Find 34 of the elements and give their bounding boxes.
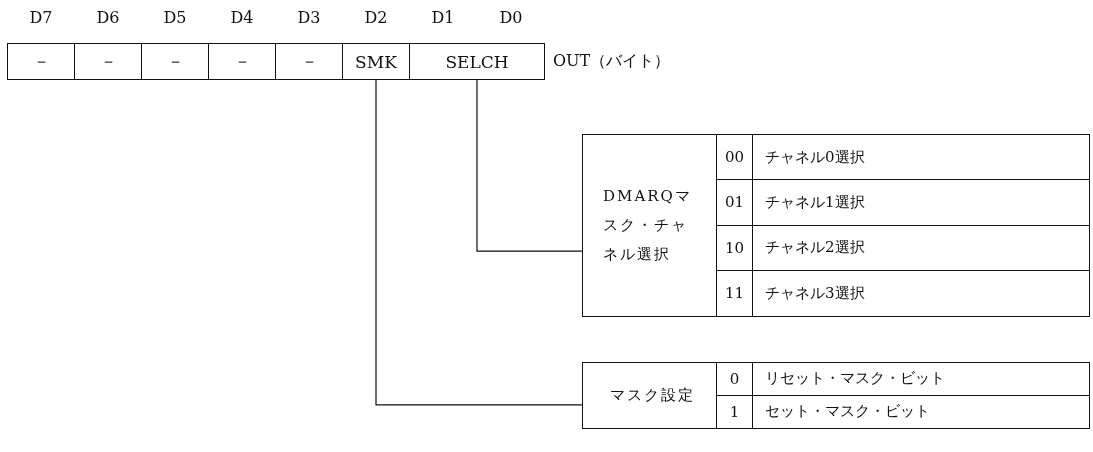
reserved-bit-field: －	[275, 43, 343, 80]
table-heading: DMARQマスク・チャネル選択	[583, 135, 717, 316]
bit-field: SELCH	[409, 43, 545, 80]
reserved-bit-field: －	[74, 43, 142, 80]
reserved-bit-field: －	[208, 43, 276, 80]
reserved-bit-field: －	[141, 43, 209, 80]
leader-line	[375, 79, 583, 406]
value-description: チャネル1選択	[753, 180, 1089, 226]
bit-number: D6	[96, 8, 120, 27]
bit-value: 00	[717, 135, 753, 181]
value-description: チャネル3選択	[764, 282, 866, 304]
value-description: セット・マスク・ビット	[764, 401, 931, 423]
bit-number: D5	[163, 8, 187, 27]
bit-value: 11	[717, 270, 753, 316]
bit-value: 10	[717, 225, 753, 271]
bit-number: D4	[230, 8, 254, 27]
bit-number: D1	[431, 8, 455, 27]
bit-field: SMK	[342, 43, 410, 80]
value-description: チャネル2選択	[753, 225, 1089, 271]
bit-value: 01	[717, 180, 753, 226]
bit-number: D3	[297, 8, 321, 27]
register-name: OUT（バイト）	[553, 51, 671, 72]
bit-value: 0	[717, 363, 753, 396]
bit-number: D2	[364, 8, 388, 27]
bit-table	[582, 362, 1090, 429]
bit-number: D0	[499, 8, 523, 27]
bit-table	[582, 134, 1090, 317]
bit-number: D7	[29, 8, 53, 27]
reserved-bit-field: －	[7, 43, 75, 80]
value-description: チャネル0選択	[753, 135, 1089, 181]
leader-line	[476, 79, 583, 252]
value-description: リセット・マスク・ビット	[753, 363, 1089, 396]
table-heading: マスク設定	[583, 363, 717, 428]
bit-value: 1	[717, 395, 753, 428]
